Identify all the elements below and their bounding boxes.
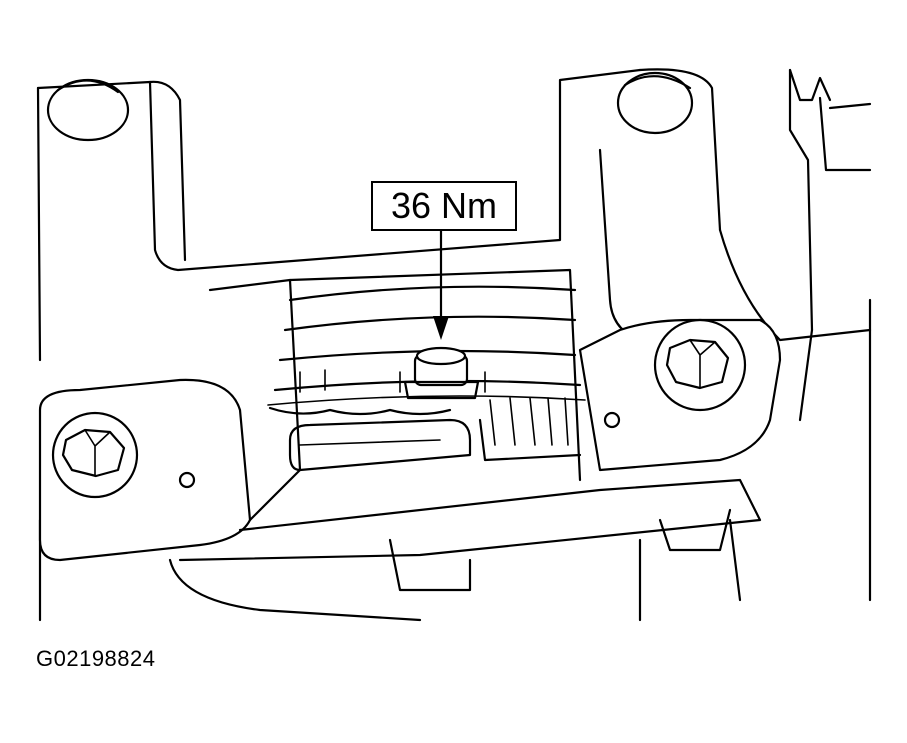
torque-callout: 36 Nm (371, 181, 517, 231)
figure-id: G02198824 (36, 646, 156, 671)
torque-label: 36 Nm (390, 185, 498, 226)
housing-outline (36, 68, 872, 622)
callout-arrow (433, 231, 449, 340)
bracket-slot (288, 418, 472, 472)
left-hex-bolt (51, 411, 139, 499)
upper-left-boss (46, 78, 130, 142)
right-hex-bolt (653, 318, 747, 412)
center-bolt (403, 346, 480, 400)
flywheel-ring-gear (267, 285, 586, 462)
upper-right-boss (616, 71, 694, 135)
